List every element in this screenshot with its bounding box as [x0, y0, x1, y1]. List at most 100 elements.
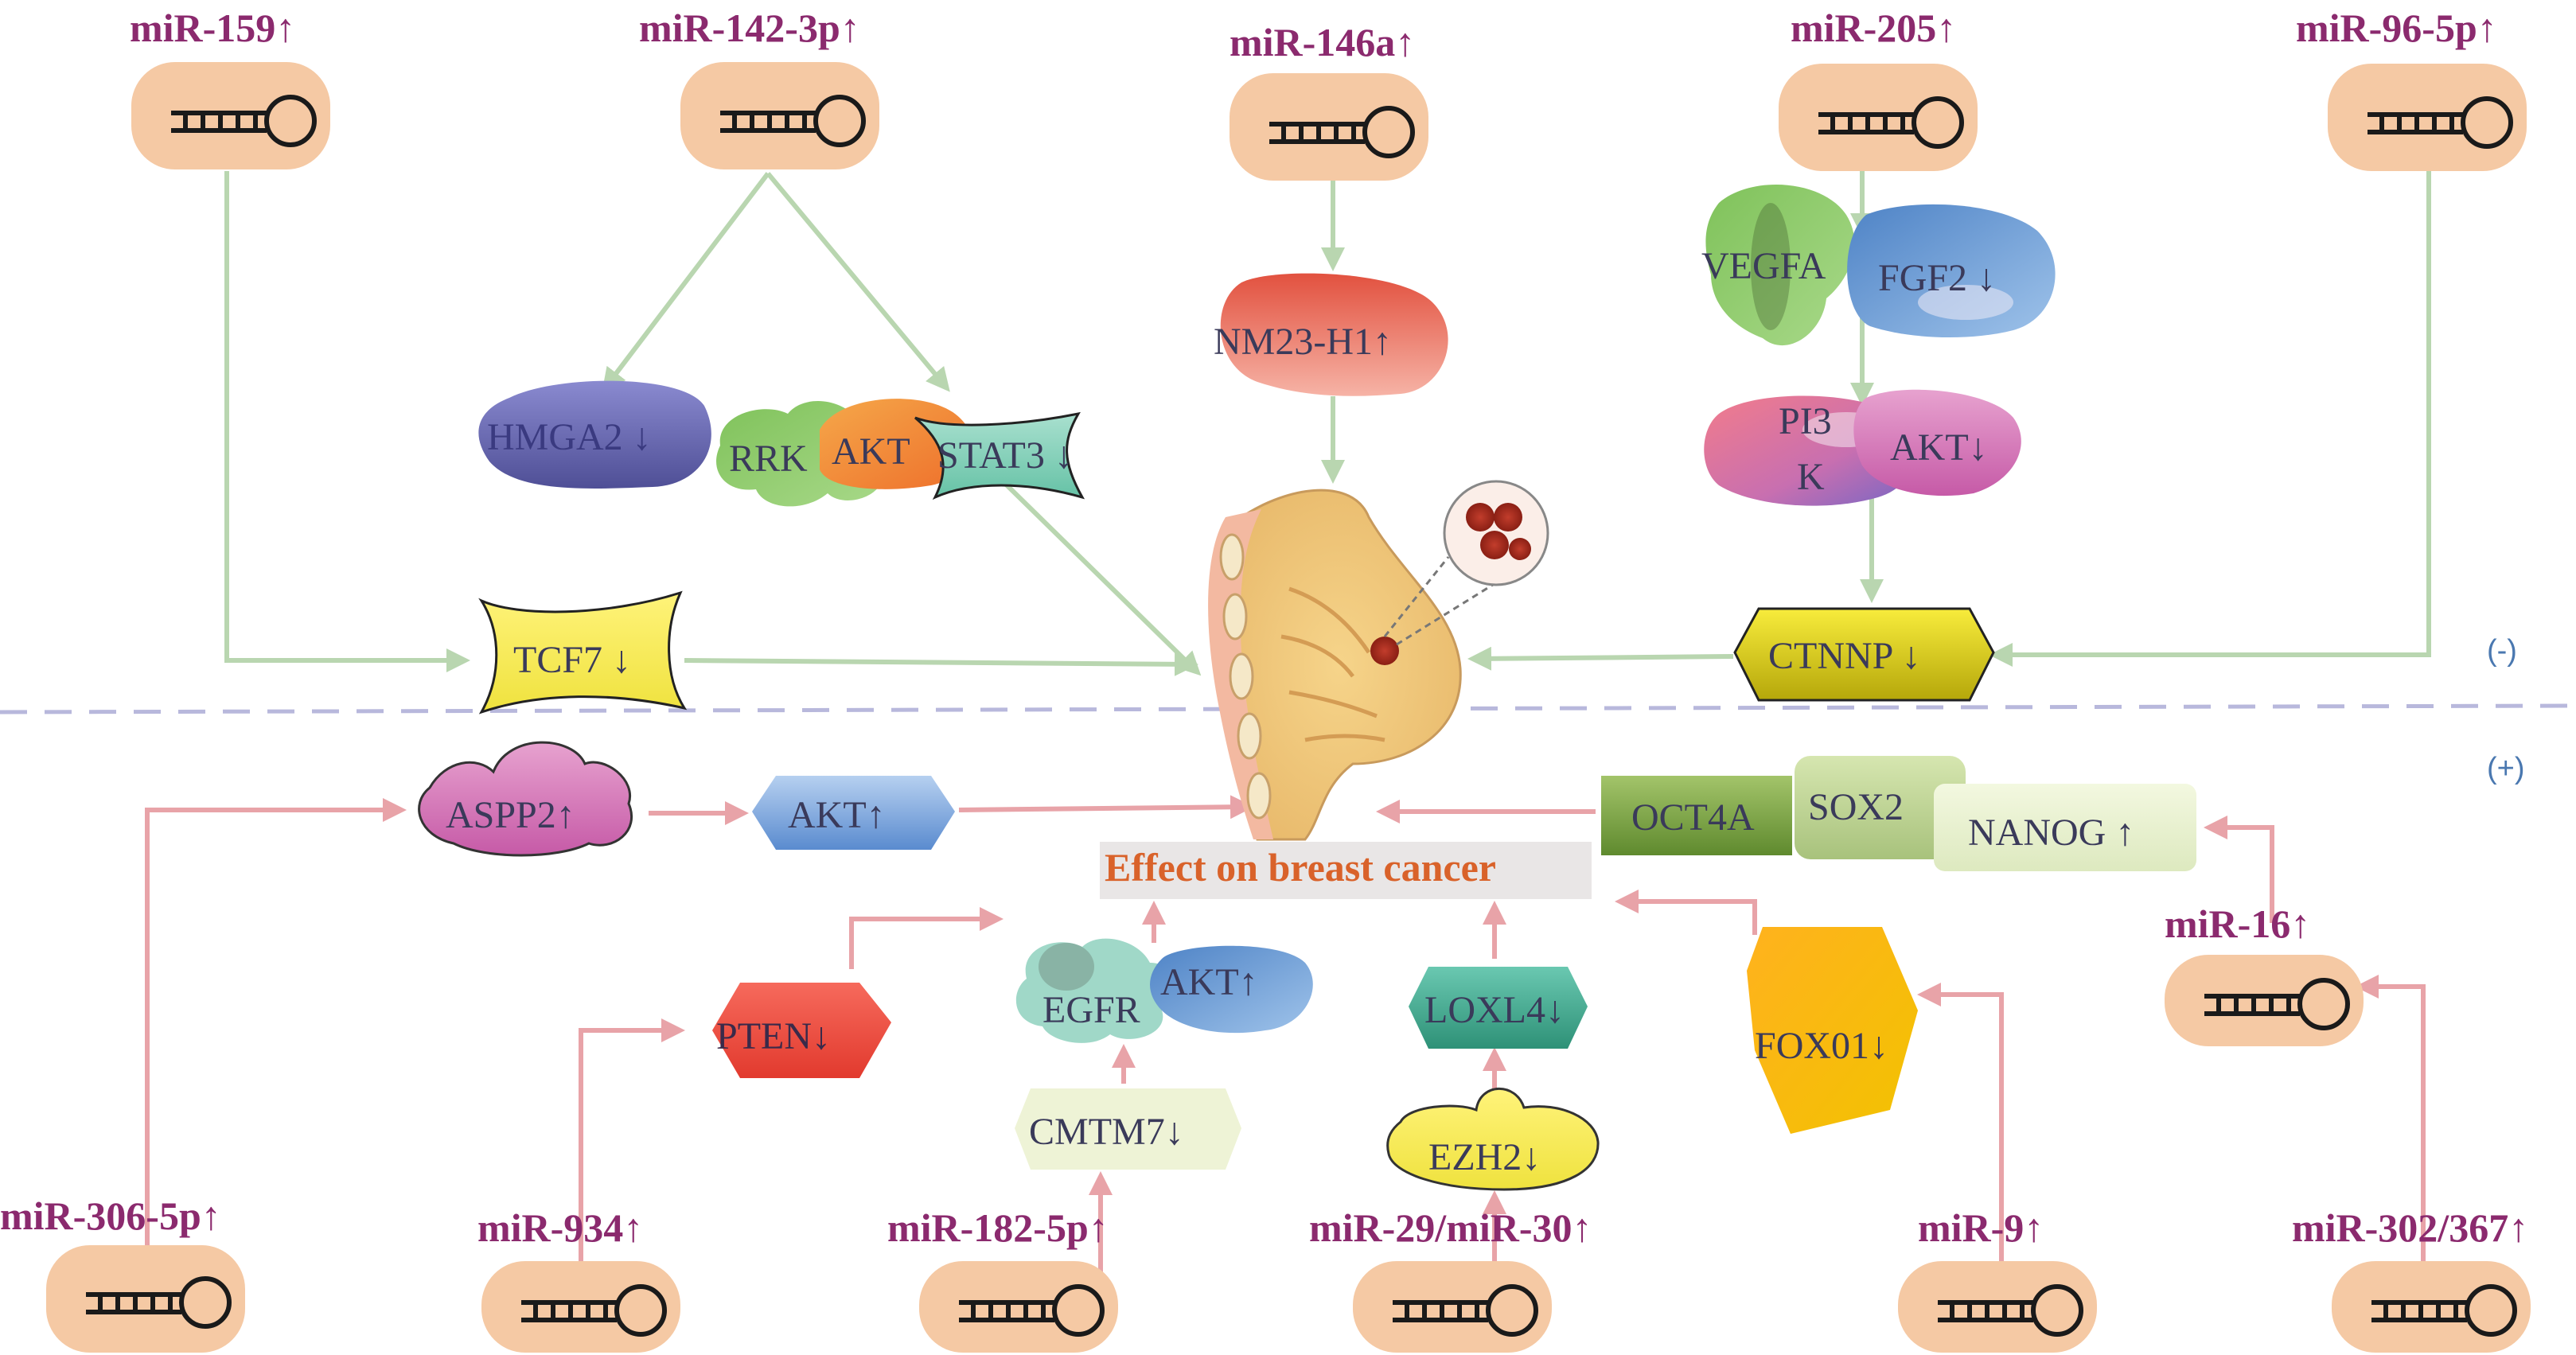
akt-top-label: AKT — [832, 430, 910, 473]
mirna-label: miR-29/miR-30↑ — [1309, 1205, 1592, 1250]
arrow-pten-egfr — [849, 907, 1004, 969]
pi3k-label-2: K — [1797, 456, 1825, 498]
mirna-box — [481, 1261, 680, 1353]
arrow-mir142-stat3 — [766, 172, 950, 392]
hairpin-icon — [521, 1284, 667, 1337]
ezh2-shape — [1386, 1087, 1600, 1191]
akt-lower-shape — [752, 776, 955, 850]
node-pten: PTEN↓ — [712, 983, 891, 1078]
arrow-tcf7-breast — [684, 652, 1198, 676]
akt-egfr-shape — [1150, 945, 1313, 1034]
node-aspp2: ASPP2↑ — [418, 741, 633, 857]
mirna-label: miR-306-5p↑ — [0, 1193, 221, 1238]
mirna-mir205: miR-205↑ — [1779, 6, 1978, 171]
mirna-mir146a: miR-146a↑ — [1230, 20, 1428, 181]
node-ezh2: EZH2↓ — [1386, 1087, 1600, 1191]
breast-illustration — [1208, 480, 1549, 841]
oct4a-shape — [1601, 776, 1792, 855]
arrow-stat3-breast — [988, 467, 1202, 676]
node-egfr-akt: EGFR AKT↑ — [1015, 938, 1313, 1043]
arrow-mir9-fox01 — [1917, 983, 2004, 1261]
pten-shape — [712, 983, 891, 1078]
mirna-label: miR-16↑ — [2165, 901, 2310, 946]
tcf7-label: TCF7 ↓ — [513, 639, 631, 681]
akt-lower-label: AKT↑ — [788, 794, 886, 836]
node-stat3-complex: RRK AKT STAT3 ↓ — [716, 399, 1085, 507]
node-fox01: FOX01↓ — [1747, 927, 1918, 1134]
stat3-label: STAT3 ↓ — [937, 434, 1074, 477]
mirna-label: miR-302/367↑ — [2292, 1205, 2528, 1250]
node-vegfa-fgf2: VEGFA FGF2 ↓ — [1701, 185, 2056, 346]
mirna-mir9: miR-9↑ — [1898, 1205, 2097, 1353]
arrow-ctnnp-breast — [1467, 646, 1734, 671]
ctnnp-shape — [1733, 607, 1995, 702]
mirna-label: miR-142-3p↑ — [639, 6, 860, 50]
mirna-box — [1230, 73, 1428, 181]
nm23-shape — [1220, 273, 1448, 396]
mirna-label: miR-205↑ — [1791, 6, 1956, 50]
arrow-fox01-effect — [1615, 890, 1757, 935]
ctnnp-label: CTNNP ↓ — [1768, 635, 1921, 677]
mirna-mir302: miR-302/367↑ — [2292, 1205, 2531, 1353]
hmga2-label: HMGA2 ↓ — [487, 416, 652, 458]
mirna-label: miR-159↑ — [130, 6, 295, 50]
cmtm7-label: CMTM7↓ — [1029, 1111, 1184, 1153]
mirna-box — [2165, 955, 2364, 1046]
cell-1 — [1466, 503, 1495, 531]
arrow-mir96-ctnnp — [1989, 167, 2431, 667]
mirna-label: miR-9↑ — [1918, 1205, 2044, 1250]
arrow-mir142-hmga2 — [602, 172, 770, 392]
hairpin-icon — [2204, 978, 2350, 1030]
node-stem-complex: OCT4A SOX2 NANOG ↑ — [1601, 756, 2196, 871]
fgf2-label: FGF2 ↓ — [1878, 257, 1996, 299]
node-loxl4: LOXL4↓ — [1409, 967, 1588, 1049]
arrow-mir16-nanog — [2204, 816, 2274, 923]
mirna-mir29: miR-29/miR-30↑ — [1309, 1205, 1592, 1353]
fox01-label: FOX01↓ — [1755, 1025, 1888, 1067]
effect-label: Effect on breast cancer — [1105, 845, 1496, 890]
arrow-mir306-aspp2 — [145, 798, 407, 1245]
mirna-box — [919, 1261, 1118, 1353]
mirna-label: miR-934↑ — [477, 1205, 643, 1250]
hairpin-icon — [86, 1276, 232, 1329]
tumor — [1370, 637, 1399, 665]
mirna-box — [131, 62, 330, 169]
hairpin-icon — [1393, 1284, 1538, 1337]
pten-label: PTEN↓ — [716, 1015, 831, 1057]
hairpin-icon — [959, 1284, 1105, 1337]
inhibit-sign: (-) — [2487, 634, 2517, 668]
mirna-mir934: miR-934↑ — [477, 1205, 680, 1353]
mirna-box — [2332, 1261, 2531, 1353]
rib-1 — [1219, 533, 1245, 581]
hairpin-icon — [1818, 96, 1964, 149]
node-akt-lower: AKT↑ — [752, 776, 955, 850]
effect-background — [1100, 842, 1592, 899]
aspp2-shape — [418, 741, 633, 857]
node-cmtm7: CMTM7↓ — [1015, 1088, 1241, 1170]
vegfa-shape — [1705, 185, 1855, 346]
nanog-shape — [1934, 784, 2196, 871]
sox2-label: SOX2 — [1808, 786, 1904, 828]
oct4a-label: OCT4A — [1631, 796, 1755, 839]
hairpin-icon — [2371, 1284, 2517, 1337]
mirna-mir16: miR-16↑ — [2165, 901, 2364, 1046]
cell-4 — [1509, 538, 1531, 560]
egfr-label: EGFR — [1042, 989, 1140, 1031]
egfr-cloud — [1015, 938, 1176, 1043]
node-tcf7: TCF7 ↓ — [478, 590, 688, 714]
mirna-box — [680, 62, 879, 169]
node-hmga2: HMGA2 ↓ — [478, 380, 711, 489]
pi3k-label-1: PI3 — [1779, 400, 1832, 442]
rib-4 — [1237, 712, 1262, 760]
mirna-box — [46, 1245, 245, 1353]
section-divider — [0, 703, 2576, 714]
mirna-mir96: miR-96-5p↑ — [2296, 6, 2527, 171]
sox2-shape — [1795, 756, 1966, 859]
rib-5 — [1246, 772, 1272, 820]
loxl4-shape — [1409, 967, 1588, 1049]
cell-2 — [1494, 503, 1522, 531]
arrow-mir302-mir16 — [2355, 975, 2426, 1261]
egfr-shadow — [1039, 943, 1094, 991]
loxl4-label: LOXL4↓ — [1424, 989, 1565, 1031]
mirna-group: miR-159↑ miR-142-3p↑ miR-146a↑ miR- — [0, 6, 2531, 1353]
